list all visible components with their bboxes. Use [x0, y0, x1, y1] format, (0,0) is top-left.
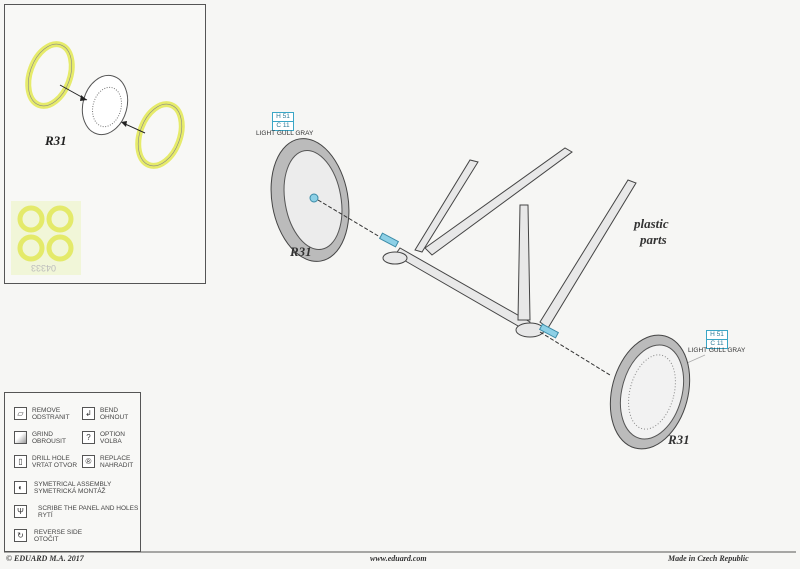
origin: Made in Czech Republic — [668, 554, 749, 563]
legend-replace-cz: NAHRADIT — [100, 462, 134, 469]
legend-reverse-cz: OTOČIT — [34, 536, 59, 543]
plastic-parts-line1: plastic — [634, 216, 669, 231]
legend-option: OPTION — [100, 431, 125, 438]
legend-scribe: SCRIBE THE PANEL AND HOLES — [38, 505, 139, 512]
legend-remove: REMOVE — [32, 407, 61, 414]
legend-drill: DRILL HOLE — [32, 455, 70, 462]
scribe-icon: Ψ — [14, 505, 27, 518]
paint-code-c-left: C 11 — [272, 121, 294, 131]
paint-name-left: LIGHT GULL GRAY — [256, 130, 314, 137]
legend-remove-cz: ODSTRANIT — [32, 414, 70, 421]
legend-grind-cz: OBROUSIT — [32, 438, 66, 445]
right-wheel — [609, 334, 691, 450]
paint-code-c-right: C 11 — [706, 339, 728, 349]
legend-reverse: REVERSE SIDE — [34, 529, 83, 536]
symmetric-icon: ◐ — [14, 481, 27, 494]
gear-struts — [382, 147, 637, 338]
legend-drill-cz: VRTAT OTVOR — [32, 462, 78, 469]
left-wheel — [270, 138, 350, 262]
fret-rings — [17, 205, 74, 262]
drill-icon: ▯ — [14, 455, 27, 468]
replace-icon: ® — [82, 455, 95, 468]
paint-name-right: LIGHT GULL GRAY — [688, 347, 746, 354]
photoetch-inset: R31 04333 — [4, 4, 206, 284]
remove-icon: ▱ — [14, 407, 27, 420]
legend-option-cz: VOLBA — [100, 438, 122, 445]
legend-replace: REPLACE — [100, 455, 131, 462]
plastic-parts-line2: parts — [640, 232, 667, 247]
part-label-inset: R31 — [45, 133, 67, 148]
bend-icon: ↲ — [82, 407, 95, 420]
legend-bend-cz: OHNOUT — [100, 414, 129, 421]
copyright: © EDUARD M.A. 2017 — [6, 554, 84, 563]
legend-symmetric: SYMETRICAL ASSEMBLY — [34, 481, 112, 488]
website: www.eduard.com — [370, 554, 427, 563]
option-icon: ? — [82, 431, 95, 444]
inset-drawing — [11, 41, 185, 275]
part-label-right: R31 — [668, 432, 690, 447]
legend-grind: GRIND — [32, 431, 53, 438]
grind-icon — [14, 431, 27, 444]
reverse-icon: ↻ — [14, 529, 27, 542]
legend-symmetric-cz: SYMETRICKÁ MONTÁŽ — [34, 488, 106, 495]
legend-scribe-cz: RYTÍ — [38, 512, 53, 519]
part-label-left: R31 — [290, 244, 312, 259]
legend-bend: BEND — [100, 407, 119, 414]
